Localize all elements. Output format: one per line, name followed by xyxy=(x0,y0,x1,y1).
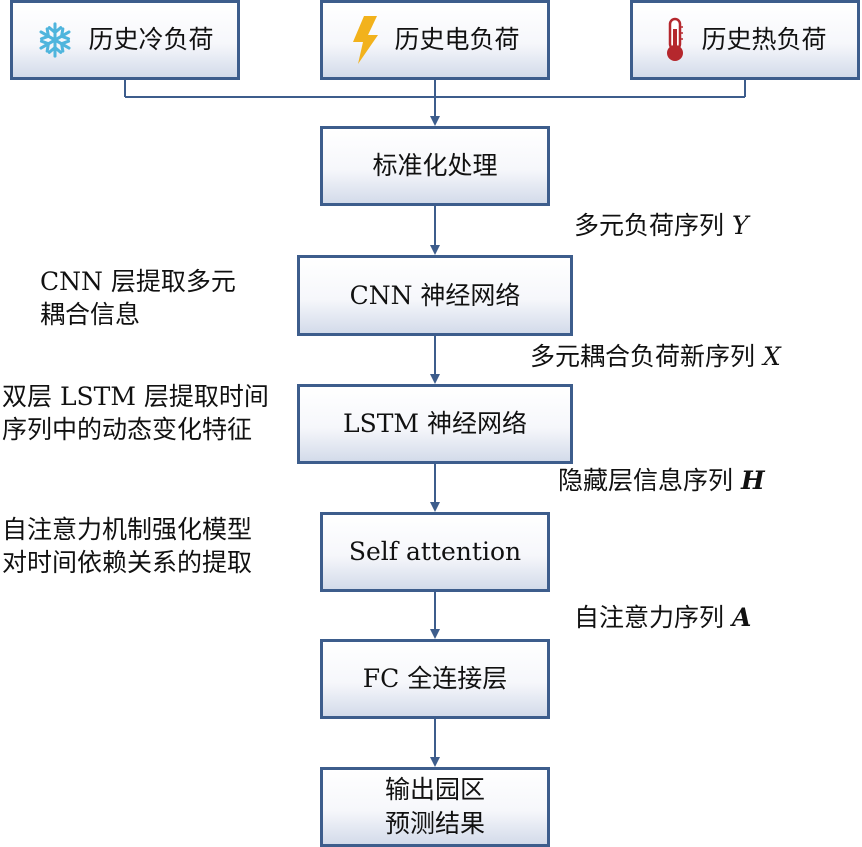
step-lstm-label: LSTM 神经网络 xyxy=(343,409,527,439)
input-electric-label: 历史电负荷 xyxy=(394,25,520,55)
flow-label-x: 多元耦合负荷新序列 X xyxy=(530,340,781,373)
note-lstm-line-1: 双层 LSTM 层提取时间 xyxy=(2,382,269,411)
note-cnn-line-2: 耦合信息 xyxy=(40,300,141,330)
input-heat-label: 历史热负荷 xyxy=(701,25,827,55)
note-lstm: 双层 LSTM 层提取时间 序列中的动态变化特征 xyxy=(2,380,269,447)
note-cnn-line-1: CNN 层提取多元 xyxy=(40,267,236,296)
flow-label-h: 隐藏层信息序列 H xyxy=(558,464,765,497)
step-fc-label: FC 全连接层 xyxy=(362,664,508,694)
step-attention-label: Self attention xyxy=(348,537,522,567)
step-cnn-label: CNN 神经网络 xyxy=(349,280,521,310)
step-normalize-label: 标准化处理 xyxy=(372,151,498,181)
lightning-icon xyxy=(350,15,380,65)
flow-label-x-symbol: X xyxy=(762,342,781,371)
step-lstm: LSTM 神经网络 xyxy=(297,384,573,464)
step-fc: FC 全连接层 xyxy=(320,639,550,719)
flow-label-a: 自注意力序列 A xyxy=(574,601,751,634)
step-output-line-1: 输出园区 xyxy=(384,775,485,805)
input-electric-load: 历史电负荷 xyxy=(320,0,550,80)
flow-label-a-text: 自注意力序列 xyxy=(574,603,732,632)
input-cold-load: 历史冷负荷 xyxy=(10,0,240,80)
note-attention: 自注意力机制强化模型 对时间依赖关系的提取 xyxy=(2,513,252,580)
note-attention-line-1: 自注意力机制强化模型 xyxy=(2,515,253,544)
flow-label-h-text: 隐藏层信息序列 xyxy=(558,466,741,495)
flow-label-y-text: 多元负荷序列 xyxy=(574,211,732,240)
step-output-line-2: 预测结果 xyxy=(384,809,485,838)
step-normalize: 标准化处理 xyxy=(320,126,550,206)
input-heat-load: 历史热负荷 xyxy=(630,0,860,80)
flow-label-a-symbol: A xyxy=(731,603,752,632)
note-attention-line-2: 对时间依赖关系的提取 xyxy=(2,548,253,578)
flow-label-y: 多元负荷序列 Y xyxy=(574,209,748,242)
step-output: 输出园区 预测结果 xyxy=(320,767,550,847)
note-lstm-line-2: 序列中的动态变化特征 xyxy=(2,415,253,445)
flow-label-x-text: 多元耦合负荷新序列 xyxy=(530,342,763,371)
flow-label-y-symbol: Y xyxy=(731,211,749,240)
step-cnn: CNN 神经网络 xyxy=(297,255,573,336)
snowflake-icon xyxy=(36,21,74,59)
step-attention: Self attention xyxy=(320,512,550,592)
thermometer-icon xyxy=(663,17,687,63)
note-cnn: CNN 层提取多元 耦合信息 xyxy=(40,265,236,332)
flow-label-h-symbol: H xyxy=(740,466,765,495)
input-cold-label: 历史冷负荷 xyxy=(88,25,214,55)
